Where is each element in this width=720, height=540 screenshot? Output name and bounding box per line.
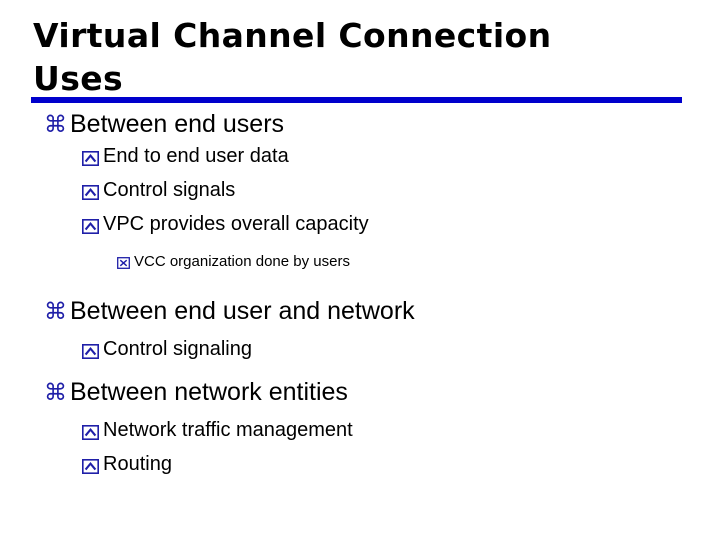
- outline-item-label: Network traffic management: [103, 419, 353, 441]
- box-chevron-up-icon: [82, 458, 103, 474]
- title-divider-rule: [31, 97, 682, 103]
- box-x-icon: [117, 254, 134, 270]
- outline-item-level1[interactable]: ⌘ Between end users: [0, 110, 720, 145]
- outline-item-level2[interactable]: Network traffic management: [0, 419, 720, 453]
- slide-title-block: Virtual Channel Connection Uses: [33, 14, 693, 100]
- command-loop-icon: ⌘: [44, 112, 67, 138]
- command-loop-icon: ⌘: [44, 380, 67, 406]
- outline-item-level1[interactable]: ⌘ Between end user and network: [0, 297, 720, 332]
- outline-item-label: Between end user and network: [70, 297, 415, 325]
- command-loop-icon: ⌘: [44, 299, 67, 325]
- outline-item-level2[interactable]: Control signaling: [0, 338, 720, 372]
- outline-item-label: Between network entities: [70, 378, 348, 406]
- outline-item-label: Control signals: [103, 179, 236, 201]
- outline-item-level2[interactable]: VPC provides overall capacity: [0, 213, 720, 247]
- box-chevron-up-icon: [82, 184, 103, 200]
- outline-item-level1[interactable]: ⌘ Between network entities: [0, 378, 720, 413]
- box-chevron-up-icon: [82, 424, 103, 440]
- box-chevron-up-icon: [82, 150, 103, 166]
- outline-item-label: Control signaling: [103, 338, 252, 360]
- outline-item-label: Between end users: [70, 110, 285, 138]
- outline-item-level3[interactable]: VCC organization done by users: [0, 253, 720, 283]
- outline-item-level2[interactable]: Routing: [0, 453, 720, 487]
- box-chevron-up-icon: [82, 343, 103, 359]
- outline-item-level2[interactable]: End to end user data: [0, 145, 720, 179]
- outline-item-label: Routing: [103, 453, 172, 475]
- box-chevron-up-icon: [82, 218, 103, 234]
- page-title: Virtual Channel Connection Uses: [33, 16, 552, 98]
- outline-item-label: End to end user data: [103, 145, 289, 167]
- outline-item-level2[interactable]: Control signals: [0, 179, 720, 213]
- outline-item-label: VCC organization done by users: [134, 253, 350, 270]
- outline-item-label: VPC provides overall capacity: [103, 213, 369, 235]
- slide-body-outline: ⌘ Between end users End to end user data…: [0, 110, 720, 487]
